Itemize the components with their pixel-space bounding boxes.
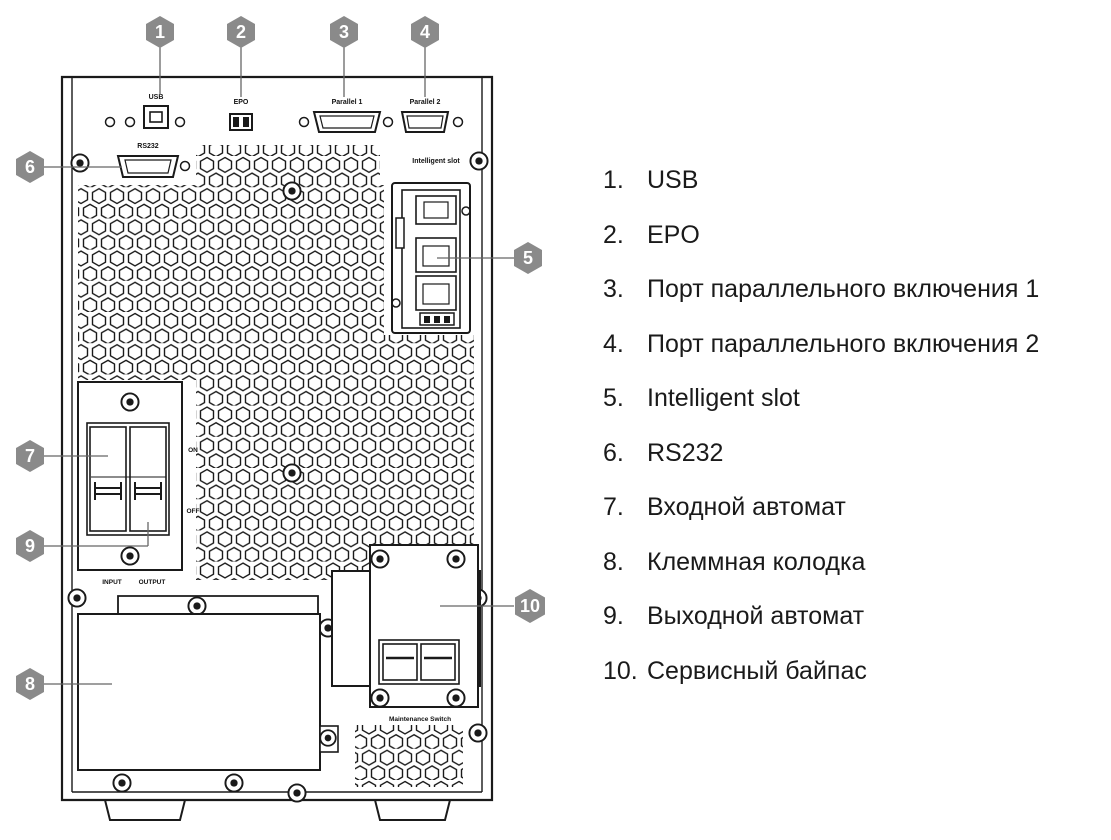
badge-3-icon: 3	[330, 16, 358, 48]
badge-7-icon: 7	[16, 440, 44, 472]
svg-text:9: 9	[25, 536, 35, 556]
intelligent-slot-label: Intelligent slot	[412, 158, 460, 165]
legend-item: 5. Intelligent slot	[603, 378, 1039, 433]
legend-text: USB	[647, 166, 699, 194]
legend-item: 7. Входной автомат	[603, 487, 1039, 542]
badge-10-icon: 10	[515, 589, 545, 623]
legend-text: Входной автомат	[647, 493, 846, 521]
legend-number: 4.	[603, 329, 624, 358]
legend-text: Порт параллельного включения 1	[647, 275, 1040, 303]
legend-text: Выходной автомат	[647, 602, 865, 630]
badge-2-icon: 2	[227, 16, 255, 48]
input-label: INPUT	[102, 579, 122, 586]
legend-text: Порт параллельного включения 2	[647, 329, 1040, 358]
svg-text:10: 10	[520, 596, 540, 616]
legend-text: RS232	[647, 438, 724, 467]
maintenance-switch-label: Maintenance Switch	[389, 716, 451, 723]
legend-number: 8.	[603, 547, 624, 576]
badge-5-icon: 5	[514, 242, 542, 274]
badge-9-icon: 9	[16, 530, 44, 562]
parallel1-port	[298, 111, 394, 133]
badge-8-icon: 8	[16, 668, 44, 700]
svg-text:5: 5	[523, 248, 533, 268]
legend-text: EPO	[647, 220, 700, 249]
breaker-module	[77, 381, 183, 571]
output-label: OUTPUT	[139, 579, 166, 586]
leader-lines	[44, 46, 514, 685]
terminal-block	[77, 595, 339, 771]
legend-text: Клеммная колодка	[647, 547, 866, 576]
legend-item: 2. EPO	[603, 215, 1039, 270]
badge-4-icon: 4	[411, 16, 439, 48]
on-label: ON	[188, 447, 198, 454]
legend-item: 1. USB	[603, 160, 1039, 215]
epo-label: EPO	[234, 99, 249, 106]
legend-item: 4. Порт параллельного включения 2	[603, 324, 1039, 379]
legend-number: 10.	[603, 656, 638, 685]
legend-number: 7.	[603, 493, 624, 521]
maintenance-bypass-switch	[331, 544, 481, 708]
badge-1-icon: 1	[146, 16, 174, 48]
legend-item: 8. Клеммная колодка	[603, 542, 1039, 597]
rs232-label: RS232	[137, 143, 159, 150]
usb-label: USB	[149, 94, 164, 101]
legend-item: 9. Выходной автомат	[603, 596, 1039, 651]
svg-text:1: 1	[155, 22, 165, 42]
legend-text: Intelligent slot	[647, 384, 800, 412]
component-legend: 1. USB 2. EPO 3. Порт параллельного включен…	[603, 160, 1039, 705]
svg-text:6: 6	[25, 157, 35, 177]
legend-number: 5.	[603, 384, 624, 412]
rs232-port	[116, 155, 191, 178]
ventilation-grille	[78, 145, 474, 787]
legend-item: 3. Порт параллельного включения 1	[603, 269, 1039, 324]
legend-item: 10. Сервисный байпас	[603, 651, 1039, 706]
off-label: OFF	[187, 508, 200, 515]
svg-text:4: 4	[420, 22, 430, 42]
legend-number: 2.	[603, 220, 624, 249]
callout-badges: 1 2 3 4 5 6 7 8	[16, 16, 545, 700]
svg-text:2: 2	[236, 22, 246, 42]
epo-port	[229, 113, 253, 131]
legend-number: 6.	[603, 438, 624, 467]
parallel2-port	[400, 111, 464, 133]
legend-item: 6. RS232	[603, 433, 1039, 488]
legend-text: Сервисный байпас	[647, 656, 867, 685]
badge-6-icon: 6	[16, 151, 44, 183]
parallel1-label: Parallel 1	[332, 99, 363, 106]
svg-text:8: 8	[25, 674, 35, 694]
parallel2-label: Parallel 2	[410, 99, 441, 106]
legend-number: 3.	[603, 275, 624, 303]
svg-text:3: 3	[339, 22, 349, 42]
legend-number: 1.	[603, 166, 624, 194]
svg-text:7: 7	[25, 446, 35, 466]
intelligent-slot	[391, 182, 471, 334]
usb-port	[104, 105, 186, 129]
legend-number: 9.	[603, 602, 624, 630]
